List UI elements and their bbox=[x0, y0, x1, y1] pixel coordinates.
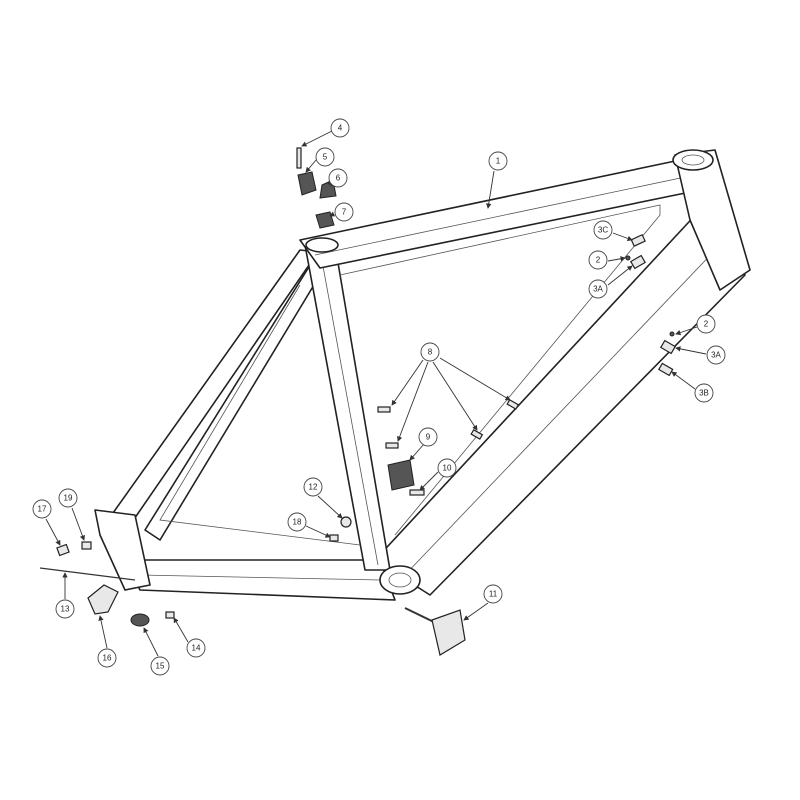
callout-2: 2 bbox=[696, 314, 716, 334]
part-15 bbox=[130, 613, 150, 627]
callout-label: 6 bbox=[336, 174, 341, 183]
rear-dropout bbox=[94, 509, 151, 591]
callout-label: 11 bbox=[489, 590, 498, 599]
callout-label: 15 bbox=[156, 662, 165, 671]
part-14-bolt bbox=[165, 611, 175, 619]
callout-label: 8 bbox=[428, 348, 433, 357]
part-8-bolt bbox=[385, 442, 399, 449]
callout-label: 7 bbox=[342, 208, 347, 217]
callout-14: 14 bbox=[186, 638, 206, 658]
seat-tube-top bbox=[305, 237, 339, 253]
callout-3c: 3C bbox=[593, 220, 613, 240]
part-clamp-5 bbox=[297, 171, 317, 196]
callout-4: 4 bbox=[330, 118, 350, 138]
callout-2: 2 bbox=[588, 250, 608, 270]
bottom-bracket bbox=[379, 565, 421, 595]
callout-8: 8 bbox=[420, 342, 440, 362]
part-13-cable bbox=[39, 567, 136, 581]
leader-lines bbox=[45, 130, 707, 657]
chainstay bbox=[124, 559, 396, 601]
callout-label: 17 bbox=[38, 505, 47, 514]
part-10-screws bbox=[409, 489, 425, 496]
callout-12: 12 bbox=[303, 477, 323, 497]
part-3a-right bbox=[659, 339, 677, 355]
callout-9: 9 bbox=[418, 427, 438, 447]
callout-label: 3A bbox=[593, 285, 603, 294]
callout-label: 18 bbox=[293, 518, 302, 527]
callout-label: 13 bbox=[61, 605, 70, 614]
callout-label: 19 bbox=[64, 494, 73, 503]
down-tube bbox=[374, 209, 746, 596]
callout-label: 2 bbox=[704, 320, 709, 329]
part-19 bbox=[81, 541, 92, 550]
part-12-plug bbox=[340, 516, 352, 528]
parts bbox=[39, 147, 677, 656]
callout-label: 10 bbox=[443, 464, 452, 473]
part-8-bolt bbox=[470, 428, 484, 440]
callout-1: 1 bbox=[488, 151, 508, 171]
seat-stay-inner bbox=[144, 261, 327, 541]
part-3a-top bbox=[629, 254, 647, 270]
part-2a bbox=[625, 255, 631, 261]
part-8-bolt bbox=[377, 406, 391, 413]
part-bolt-4 bbox=[296, 147, 302, 169]
part-18 bbox=[329, 534, 339, 542]
head-tube-top bbox=[672, 149, 714, 171]
callout-17: 17 bbox=[32, 499, 52, 519]
part-17 bbox=[56, 543, 70, 557]
callout-3a: 3A bbox=[588, 279, 608, 299]
part-7 bbox=[315, 211, 335, 229]
callout-15: 15 bbox=[150, 656, 170, 676]
callout-label: 5 bbox=[323, 153, 328, 162]
callout-label: 3A bbox=[711, 351, 721, 360]
callout-label: 14 bbox=[192, 644, 201, 653]
callout-5: 5 bbox=[315, 147, 335, 167]
callout-10: 10 bbox=[437, 458, 457, 478]
head-tube bbox=[674, 149, 751, 291]
callout-label: 4 bbox=[338, 124, 343, 133]
callout-label: 2 bbox=[596, 256, 601, 265]
callout-label: 1 bbox=[496, 157, 501, 166]
callout-19: 19 bbox=[58, 488, 78, 508]
callout-label: 12 bbox=[309, 483, 318, 492]
part-3c bbox=[630, 233, 646, 247]
callout-label: 3B bbox=[699, 389, 709, 398]
part-9-guide bbox=[387, 459, 415, 491]
callout-18: 18 bbox=[287, 512, 307, 532]
callout-label: 3C bbox=[598, 226, 608, 235]
part-8-bolt bbox=[506, 398, 520, 410]
callout-11: 11 bbox=[483, 584, 503, 604]
callout-6: 6 bbox=[328, 168, 348, 188]
callout-7: 7 bbox=[334, 202, 354, 222]
part-16-hanger bbox=[87, 584, 119, 615]
top-tube bbox=[299, 159, 701, 269]
callouts: 1 2 2 3C 3A 3A 3B 4 5 6 7 8 9 10 11 12 1… bbox=[32, 118, 726, 676]
callout-label: 16 bbox=[103, 654, 112, 663]
part-2b bbox=[669, 331, 675, 337]
frame bbox=[94, 149, 751, 601]
part-3b bbox=[657, 362, 674, 377]
callout-label: 9 bbox=[426, 433, 431, 442]
callout-3b: 3B bbox=[694, 383, 714, 403]
callout-13: 13 bbox=[55, 599, 75, 619]
seat-stay bbox=[107, 249, 319, 526]
callout-3a: 3A bbox=[706, 345, 726, 365]
callout-16: 16 bbox=[97, 648, 117, 668]
part-11-cover bbox=[431, 609, 466, 656]
